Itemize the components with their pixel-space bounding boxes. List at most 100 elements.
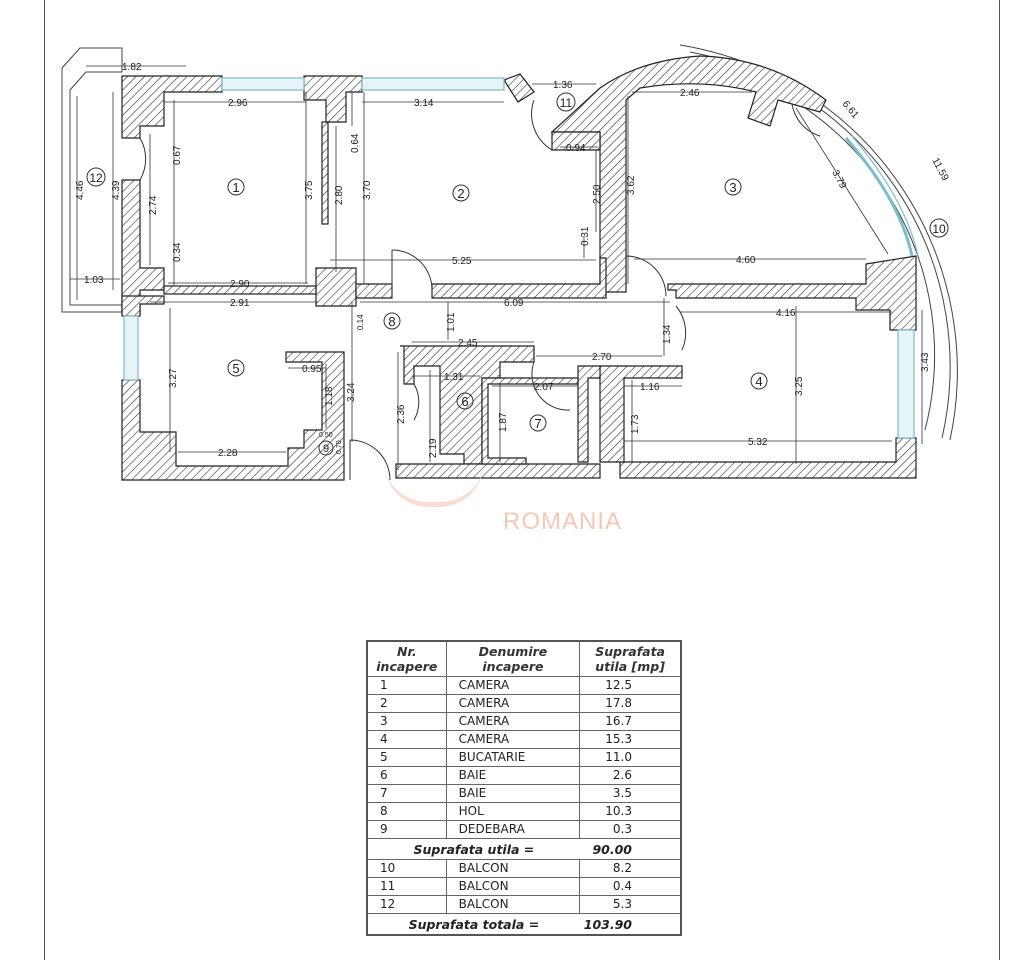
dim-4-46: 4.46 [75, 180, 86, 200]
dim-3-27: 3.27 [168, 368, 179, 388]
dim-0-67: 0.67 [172, 145, 183, 165]
cell-area: 0.4 [579, 877, 682, 896]
dim-2-07: 2.07 [534, 382, 554, 393]
room-area-table: Nr. incapere Denumire incapere Suprafata… [366, 640, 682, 936]
cell-area: 16.7 [579, 712, 682, 731]
dim-2-36: 2.36 [396, 404, 407, 424]
page-border-right [999, 0, 1000, 960]
balcony-12-outline [61, 47, 123, 313]
floor-plan: 1.82 4.46 4.39 1.03 2.96 0.67 2.74 0.34 … [61, 44, 958, 481]
svg-text:4: 4 [755, 374, 762, 389]
dim-1-03: 1.03 [84, 275, 104, 286]
dim-2-28: 2.28 [218, 448, 238, 459]
cell-name: BALCON [445, 895, 581, 914]
dim-4-39: 4.39 [111, 180, 122, 200]
cell-area: 17.8 [579, 694, 682, 713]
cell-nr: 3 [366, 712, 447, 731]
room-1-label: 1 [227, 178, 245, 196]
svg-text:5: 5 [232, 361, 239, 376]
dim-1-01: 1.01 [446, 312, 457, 332]
dim-0-70: 0.70 [336, 440, 343, 454]
room-10-label: 10 [929, 218, 949, 238]
dim-3-24: 3.24 [346, 382, 357, 402]
room-9-label: 9 [318, 440, 334, 456]
dim-1-34: 1.34 [662, 324, 673, 344]
cell-nr: 4 [366, 730, 447, 749]
cell-name: CAMERA [445, 730, 581, 749]
room-11-label: 11 [556, 92, 576, 112]
svg-text:7: 7 [534, 416, 541, 431]
dim-2-90: 2.90 [230, 279, 250, 290]
cell-area: 3.5 [579, 784, 682, 803]
page-border-left [44, 0, 45, 960]
dim-2-91: 2.91 [230, 298, 250, 309]
dim-0-31: 0.31 [580, 226, 591, 246]
svg-text:12: 12 [89, 171, 103, 185]
dim-6-09: 6.09 [504, 298, 524, 309]
dim-2-70: 2.70 [592, 352, 612, 363]
cell-nr: 6 [366, 766, 447, 785]
cell-name: CAMERA [445, 712, 581, 731]
dim-1-18: 1.18 [324, 386, 335, 406]
svg-text:11: 11 [560, 96, 573, 110]
cell-name: CAMERA [445, 694, 581, 713]
cell-area: 11.0 [579, 748, 682, 767]
dim-4-16: 4.16 [776, 308, 796, 319]
cell-nr: 12 [366, 895, 447, 914]
room-5-label: 5 [227, 359, 245, 377]
cell-name: BUCATARIE [445, 748, 581, 767]
dim-0-94: 0.94 [566, 143, 586, 154]
cell-nr: 10 [366, 859, 447, 878]
cell-name: BAIE [445, 784, 581, 803]
dim-6-61: 6.61 [840, 99, 861, 121]
subtotal-label: Suprafata utila = [366, 838, 580, 860]
cell-nr: 2 [366, 694, 447, 713]
cell-nr: 1 [366, 676, 447, 695]
dim-2-45: 2.45 [458, 338, 478, 349]
cell-nr: 7 [366, 784, 447, 803]
dim-2-50: 2.50 [592, 184, 603, 204]
dim-1-36: 1.36 [553, 80, 573, 91]
dim-3-25: 3.25 [794, 376, 805, 396]
room-7-label: 7 [529, 414, 547, 432]
svg-text:9: 9 [323, 443, 329, 455]
cell-name: BALCON [445, 877, 581, 896]
dim-3-75: 3.75 [304, 180, 315, 200]
header-room-number: Nr. incapere [366, 640, 447, 677]
cell-name: BALCON [445, 859, 581, 878]
cell-name: HOL [445, 802, 581, 821]
svg-text:10: 10 [932, 222, 946, 236]
doors [139, 99, 821, 481]
dim-0-50: 0.50 [319, 432, 333, 439]
dim-3-62: 3.62 [626, 175, 637, 195]
dimension-lines [70, 65, 923, 470]
room-3-label: 3 [724, 178, 742, 196]
cell-area: 15.3 [579, 730, 682, 749]
dim-2-74: 2.74 [148, 195, 159, 215]
header-room-name: Denumire incapere [445, 640, 581, 677]
total-row: Suprafata totala = 103.90 [366, 913, 682, 936]
dim-0-95: 0.95 [302, 364, 322, 375]
dim-0-14: 0.14 [356, 314, 365, 330]
watermark-text: ROMANIA [503, 508, 623, 535]
subtotal-value: 90.00 [579, 838, 682, 860]
dim-0-64: 0.64 [350, 133, 361, 153]
svg-text:2: 2 [457, 186, 464, 201]
cell-area: 10.3 [579, 802, 682, 821]
header-room-area: Suprafata utila [mp] [579, 640, 682, 677]
room-6-label: 6 [456, 392, 474, 410]
dim-3-43: 3.43 [920, 352, 931, 372]
room-12-label: 12 [86, 167, 106, 187]
room-4-label: 4 [750, 372, 768, 390]
dim-0-34: 0.34 [172, 242, 183, 262]
